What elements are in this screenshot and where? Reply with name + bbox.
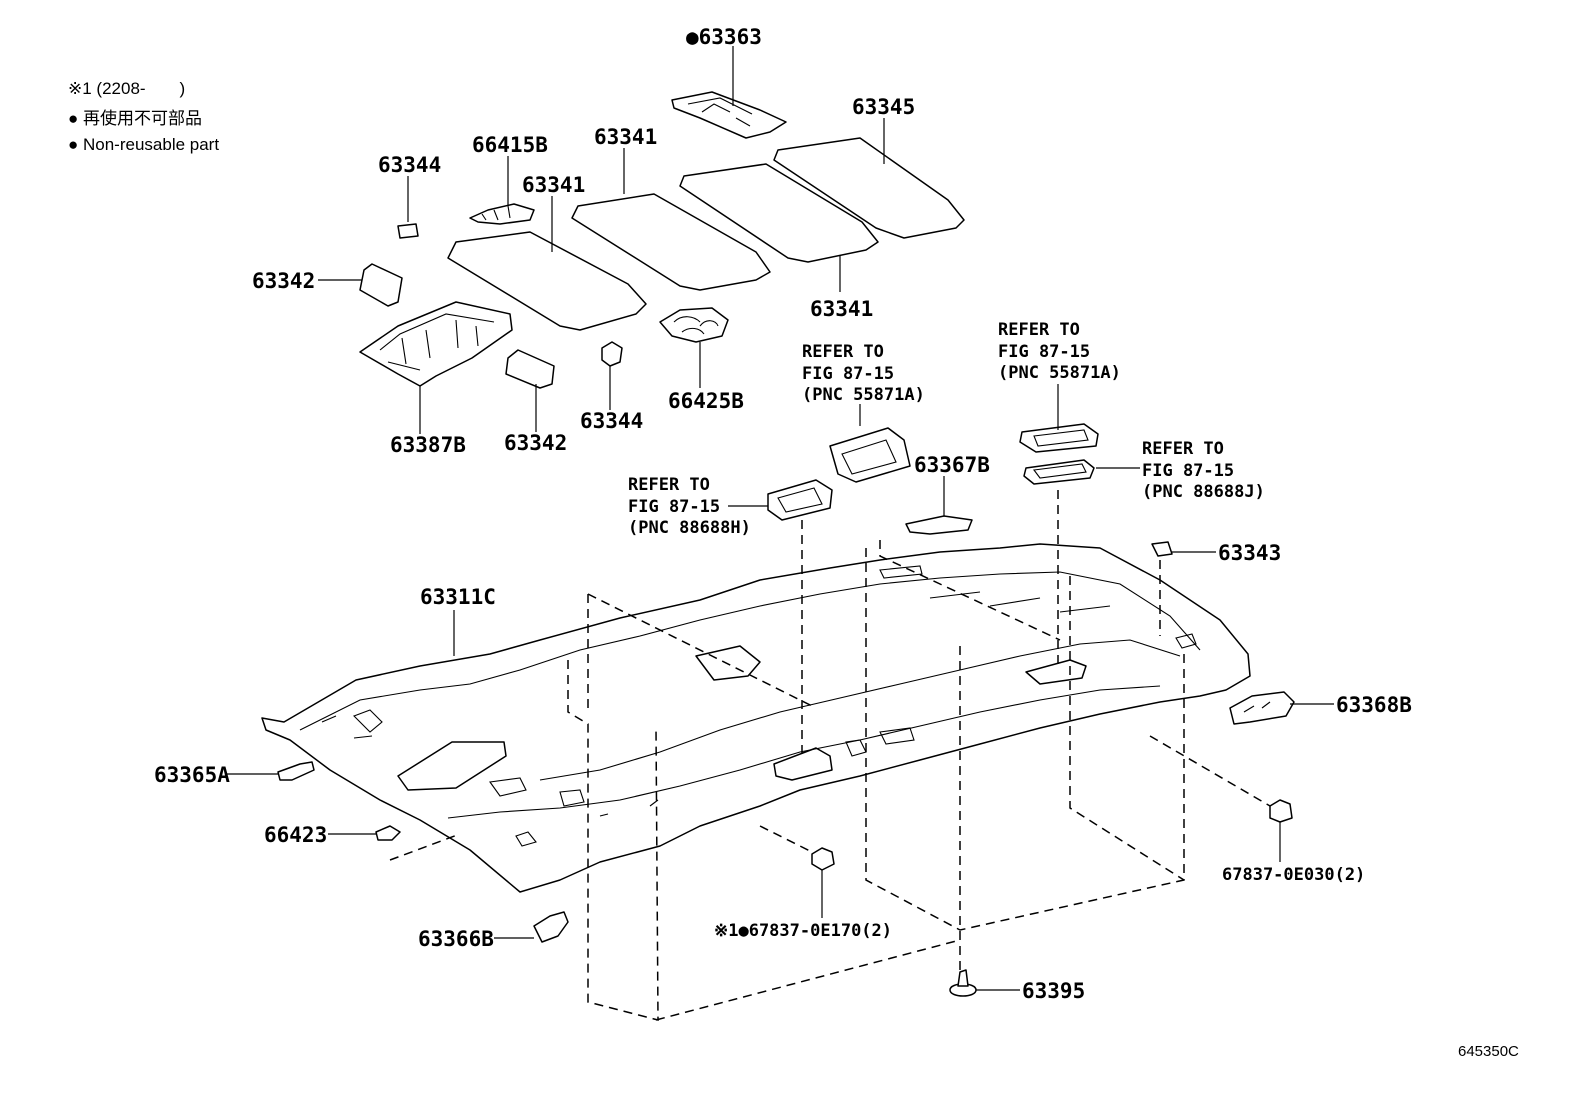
label-63363: ●63363 <box>686 25 762 49</box>
legend-non-reusable-jp: ● 再使用不可部品 <box>68 108 202 128</box>
clip-678370E170 <box>811 847 835 871</box>
reference-components <box>767 423 1099 535</box>
label-63367B: 63367B <box>914 453 990 477</box>
pad-63344-lower <box>601 341 623 367</box>
pad-63342-lower <box>505 349 555 389</box>
svg-text:(PNC 55871A): (PNC 55871A) <box>998 363 1121 383</box>
lamp-gasket-88688h <box>767 479 833 521</box>
label-63341-c: 63341 <box>810 297 873 321</box>
svg-text:REFER TO: REFER TO <box>802 342 884 362</box>
label-63344-upper: 63344 <box>378 153 441 177</box>
legend: ※1 (2208- ) ● 再使用不可部品 ● Non-reusable par… <box>68 79 219 154</box>
label-63365A: 63365A <box>154 763 230 787</box>
label-63344-lower: 63344 <box>580 409 643 433</box>
svg-text:(PNC 88688H): (PNC 88688H) <box>628 518 751 538</box>
label-63345: 63345 <box>852 95 915 119</box>
svg-text:REFER TO: REFER TO <box>628 475 710 495</box>
label-63395: 63395 <box>1022 979 1085 1003</box>
label-63342-upper: 63342 <box>252 269 315 293</box>
label-66425B: 66425B <box>668 389 744 413</box>
svg-text:REFER TO: REFER TO <box>1142 439 1224 459</box>
label-63311C: 63311C <box>420 585 496 609</box>
headliner-sunroof-opening <box>397 741 507 791</box>
svg-text:(PNC 88688J): (PNC 88688J) <box>1142 482 1265 502</box>
legend-non-reusable-en: ● Non-reusable part <box>68 135 219 154</box>
label-63368B: 63368B <box>1336 693 1412 717</box>
lamp-frame-55871a-right <box>1019 423 1099 453</box>
bracket-63387B <box>359 301 513 387</box>
pad-66423 <box>375 825 401 841</box>
dashed-assembly-lines <box>389 490 1271 1021</box>
label-63341-a: 63341 <box>594 125 657 149</box>
silencer-pad-63341-center <box>679 163 879 263</box>
label-678370E170: ※1●67837-0E170(2) <box>714 921 892 941</box>
refer-55871a-center: REFER TO FIG 87-15 (PNC 55871A) <box>802 342 925 405</box>
label-678370E030: 67837-0E030(2) <box>1222 865 1365 885</box>
label-63343: 63343 <box>1218 541 1281 565</box>
svg-text:FIG 87-15: FIG 87-15 <box>628 497 720 517</box>
refer-55871a-right: REFER TO FIG 87-15 (PNC 55871A) <box>998 320 1121 383</box>
silencer-pad-63341-front-mid <box>571 193 771 291</box>
upper-components <box>359 91 965 389</box>
headliner-lamp-opening-center <box>773 747 833 781</box>
headliner-lamp-opening-rear <box>1025 659 1087 685</box>
label-63366B: 63366B <box>418 927 494 951</box>
refer-to-callouts: REFER TO FIG 87-15 (PNC 55871A) REFER TO… <box>628 320 1265 538</box>
bracket-66425B <box>659 307 729 343</box>
svg-text:(PNC 55871A): (PNC 55871A) <box>802 385 925 405</box>
label-63342-lower: 63342 <box>504 431 567 455</box>
headliner-63311C <box>261 543 1251 893</box>
pad-63344-upper <box>397 223 419 239</box>
bracket-63343 <box>1151 541 1173 557</box>
clip-678370E030 <box>1269 799 1293 823</box>
clip-63365A <box>277 761 315 781</box>
leader-lines <box>226 46 1334 991</box>
svg-text:REFER TO: REFER TO <box>998 320 1080 340</box>
bracket-63366B <box>533 911 569 943</box>
lamp-frame-55871a-center <box>829 427 911 483</box>
svg-text:FIG 87-15: FIG 87-15 <box>1142 461 1234 481</box>
silencer-pad-63345 <box>773 137 965 239</box>
legend-note: ※1 (2208- ) <box>68 79 185 98</box>
illustration-code: 645350C <box>1458 1043 1519 1060</box>
pad-63342-upper <box>359 263 403 307</box>
refer-88688h: REFER TO FIG 87-15 (PNC 88688H) <box>628 475 751 538</box>
label-66423: 66423 <box>264 823 327 847</box>
console-bracket-63363 <box>671 91 787 139</box>
bracket-66415B <box>469 203 535 225</box>
label-66415B: 66415B <box>472 133 548 157</box>
label-63387B: 63387B <box>390 433 466 457</box>
headliner-lamp-opening-mid <box>695 645 761 681</box>
bracket-63367B <box>905 515 973 535</box>
label-63341-b: 63341 <box>522 173 585 197</box>
part-number-labels: ●63363 63345 63341 63341 63341 63344 664… <box>154 25 1412 1003</box>
svg-text:FIG 87-15: FIG 87-15 <box>998 342 1090 362</box>
refer-88688j: REFER TO FIG 87-15 (PNC 88688J) <box>1142 439 1265 502</box>
silencer-pad-63341-front <box>447 231 647 331</box>
svg-text:FIG 87-15: FIG 87-15 <box>802 364 894 384</box>
